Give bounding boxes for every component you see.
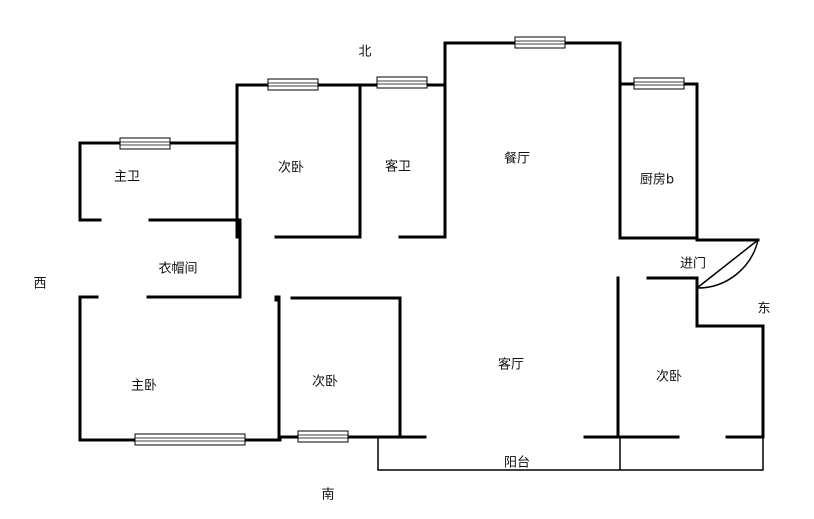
- compass-west-label: 西: [33, 276, 47, 292]
- compass-south-label: 南: [321, 487, 335, 503]
- room-label-living: 客厅: [497, 357, 525, 373]
- room-label-master-bath: 主卫: [113, 169, 141, 185]
- window: [633, 77, 685, 90]
- room-label-bedroom-north: 次卧: [277, 160, 305, 176]
- room-label-balcony: 阳台: [503, 455, 531, 471]
- room-label-master-bedroom: 主卧: [130, 378, 158, 394]
- room-label-dining: 餐厅: [503, 151, 531, 167]
- window: [267, 78, 319, 91]
- compass-north-label: 北: [358, 44, 372, 60]
- balcony-rail: [377, 437, 764, 471]
- room-label-bedroom-east: 次卧: [655, 369, 683, 385]
- window: [134, 433, 246, 446]
- door-leaf: [696, 239, 759, 289]
- room-label-bedroom-south: 次卧: [311, 374, 339, 390]
- room-label-guest-bath: 客卫: [384, 159, 412, 175]
- compass-east-label: 东: [757, 301, 771, 317]
- entrance-door: [696, 239, 759, 289]
- window: [376, 76, 428, 89]
- window: [119, 137, 171, 150]
- room-label-kitchen: 厨房b: [639, 172, 675, 188]
- windows: [119, 36, 685, 446]
- door-swing-arc: [696, 239, 759, 289]
- balcony-outline: [377, 437, 764, 471]
- room-label-cloakroom: 衣帽间: [158, 261, 198, 277]
- window: [514, 36, 566, 49]
- window: [297, 430, 349, 443]
- room-label-entrance: 进门: [679, 256, 707, 272]
